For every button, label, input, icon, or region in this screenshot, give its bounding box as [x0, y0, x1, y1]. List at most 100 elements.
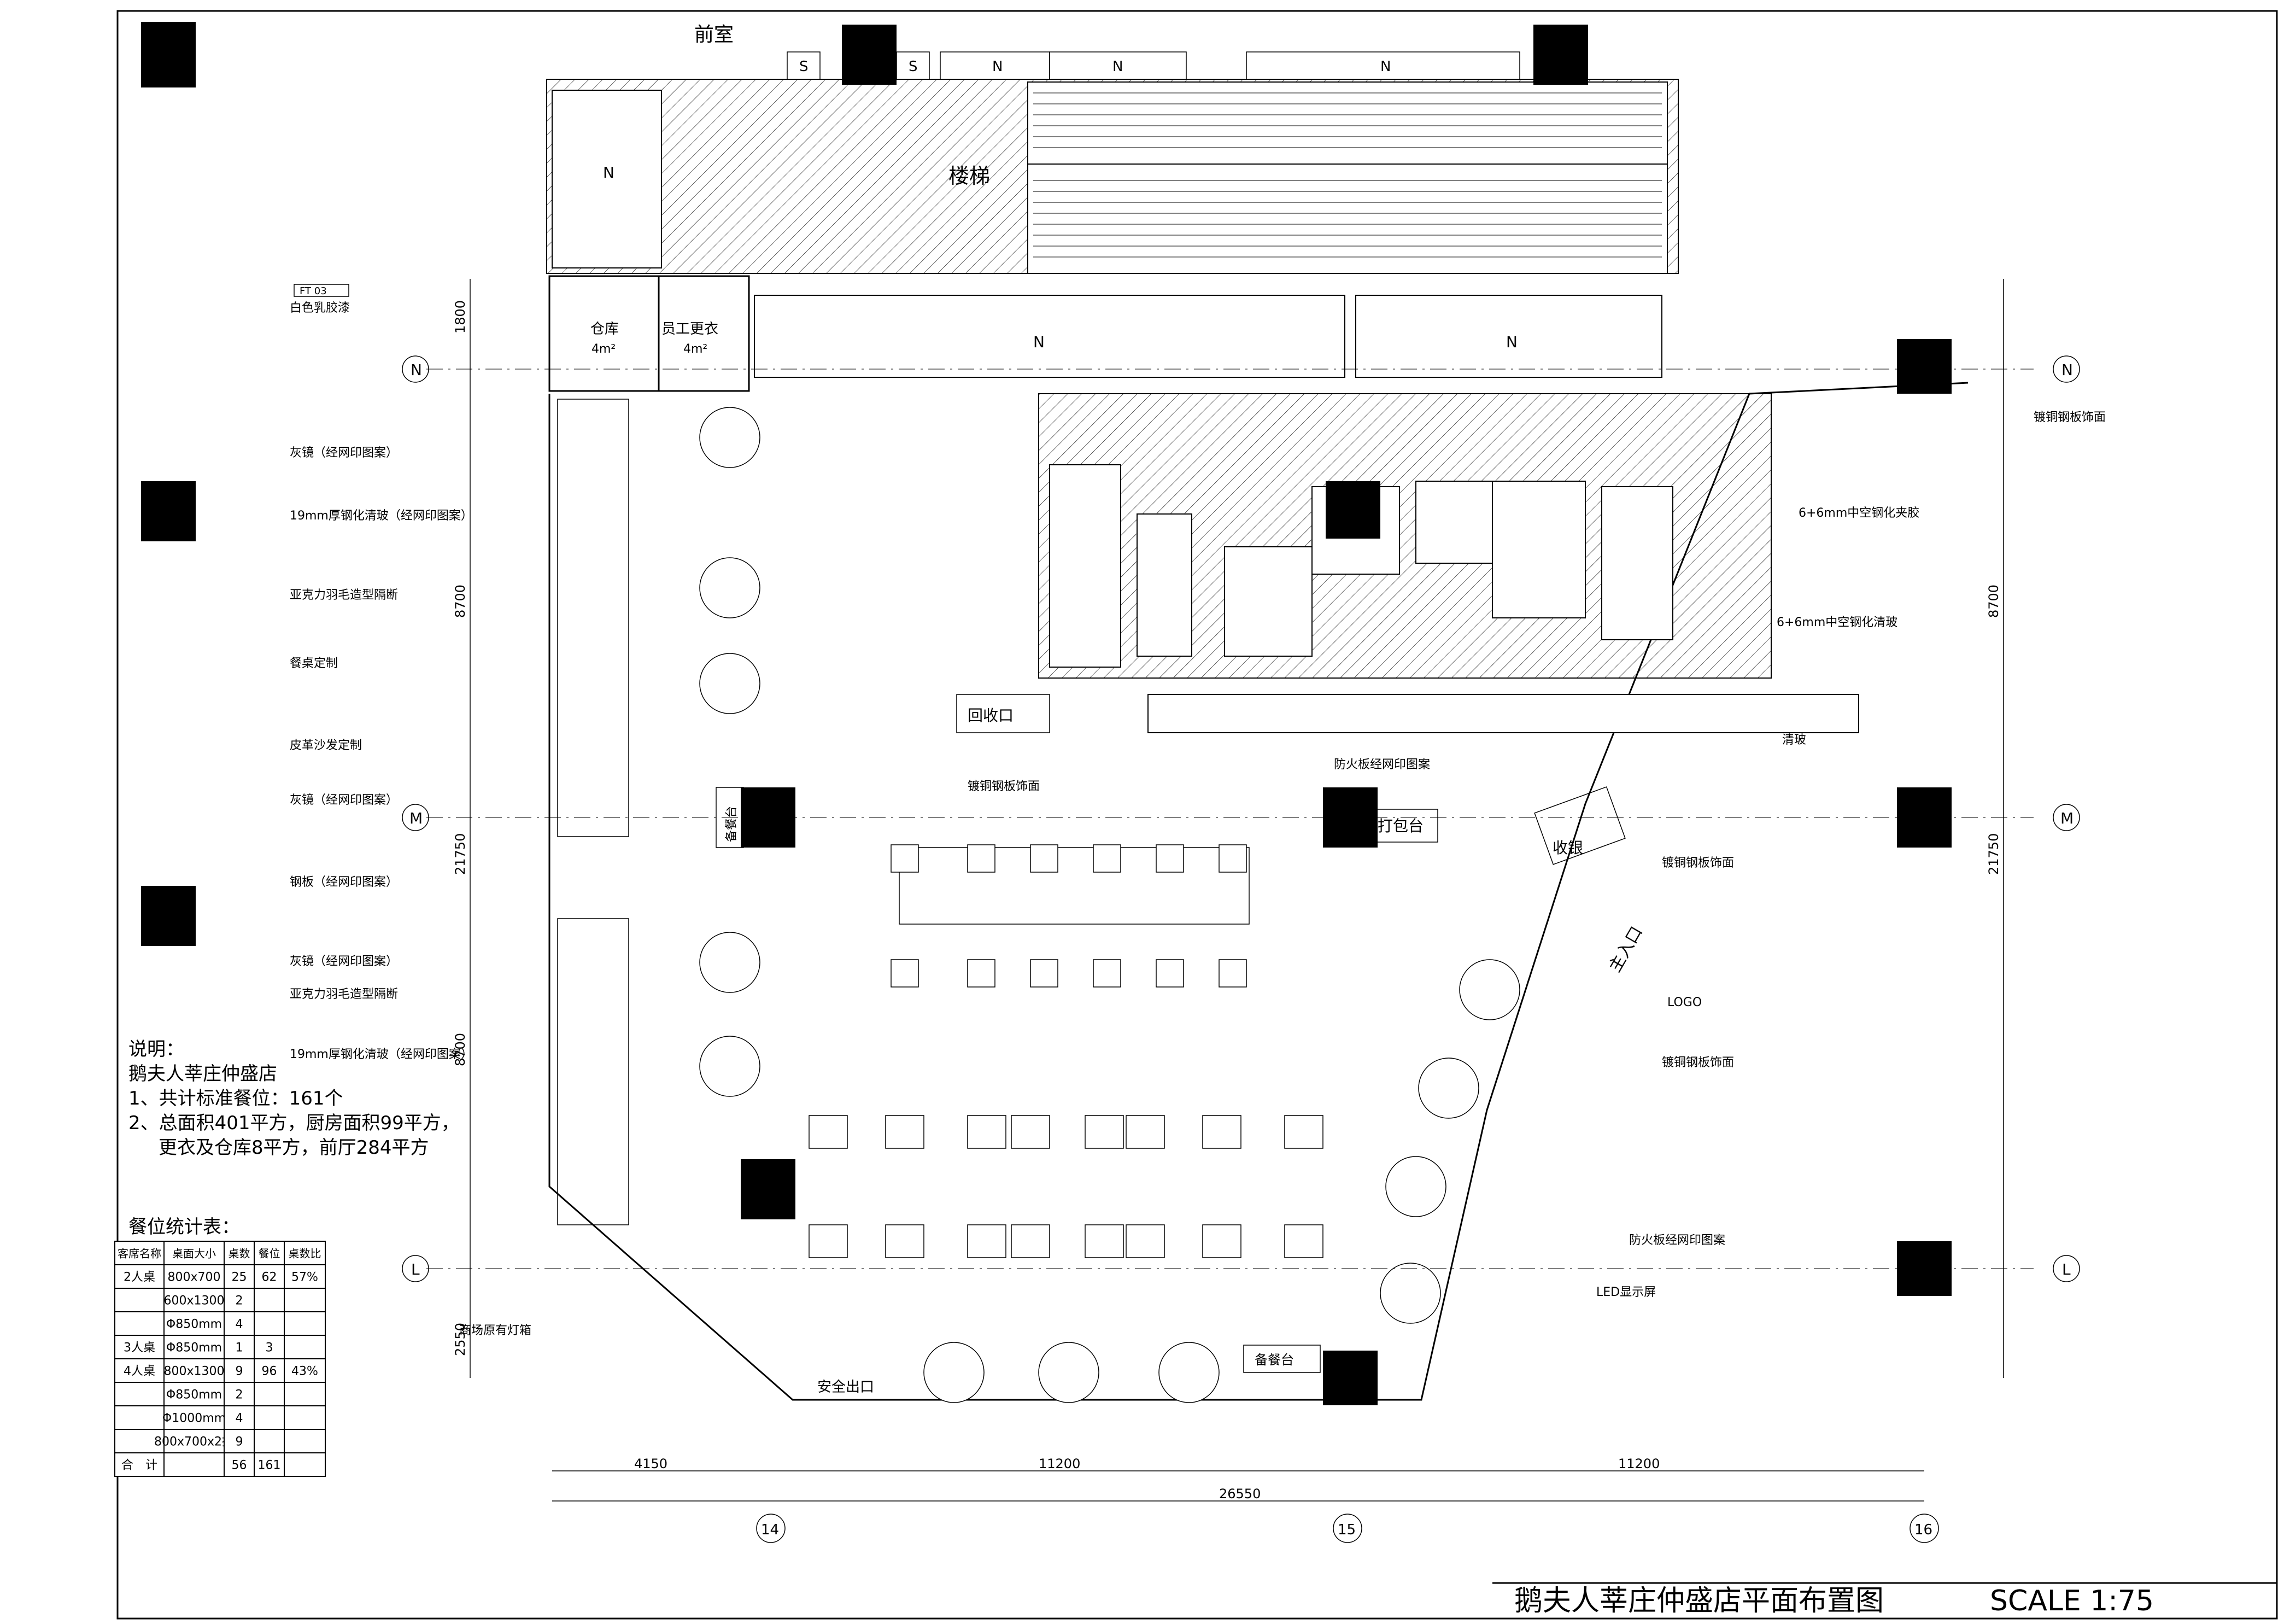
svg-text:LED显示屏: LED显示屏 — [1596, 1286, 1656, 1299]
staff-room — [658, 275, 750, 392]
svg-text:S: S — [799, 59, 809, 75]
seat-table-text: 56 — [232, 1459, 247, 1473]
axis-l-right: L — [2062, 1260, 2071, 1278]
seat-table-cell — [284, 1405, 326, 1430]
seat-table-text: 桌面大小 — [172, 1247, 216, 1260]
seat-table-cell — [284, 1452, 326, 1477]
svg-text:餐桌定制: 餐桌定制 — [290, 657, 338, 670]
north-shaft-left — [552, 90, 662, 268]
stairs-label: 楼梯 — [948, 164, 990, 188]
seat-table-text: 9 — [236, 1435, 243, 1449]
seat-table-cell — [224, 1335, 255, 1359]
seating-layout — [699, 407, 1520, 1403]
seat-table-text: Φ850mm — [166, 1341, 222, 1355]
svg-text:N: N — [992, 59, 1003, 75]
cashier-counter — [1534, 786, 1626, 865]
seat-table-cell — [114, 1335, 165, 1359]
svg-text:商场原有灯箱: 商场原有灯箱 — [459, 1324, 531, 1337]
storage-label: 仓库 — [590, 321, 619, 337]
seat-table-text: 桌数比 — [289, 1247, 321, 1260]
staff-area: 4m² — [683, 342, 707, 356]
svg-text:26550: 26550 — [1219, 1486, 1261, 1502]
seat-table-cell — [284, 1382, 326, 1406]
axis-m-right: M — [2060, 809, 2074, 827]
staff-label: 员工更衣 — [661, 321, 718, 337]
seat-table-cell — [224, 1405, 255, 1430]
svg-text:更衣及仓库8平方，前厅284平方: 更衣及仓库8平方，前厅284平方 — [159, 1137, 429, 1159]
packing-label: 打包台 — [1378, 817, 1424, 835]
svg-text:N: N — [1112, 59, 1123, 75]
svg-text:防火板经网印图案: 防火板经网印图案 — [1629, 1234, 1725, 1247]
seat-table-cell — [114, 1405, 165, 1430]
shaft-label-middle: N — [1033, 333, 1045, 351]
svg-text:镀铜钢板饰面: 镀铜钢板饰面 — [2034, 411, 2106, 424]
svg-text:8700: 8700 — [453, 1033, 468, 1066]
seat-table-text: 800x700x2拼 — [154, 1435, 234, 1449]
svg-text:镀铜钢板饰面: 镀铜钢板饰面 — [968, 780, 1040, 793]
shaft-label-right: N — [1506, 333, 1518, 351]
recycle-counter — [956, 694, 1050, 733]
seat-table-cell — [163, 1452, 225, 1477]
central-divider-wall — [899, 847, 1250, 925]
svg-text:21750: 21750 — [453, 833, 468, 875]
seat-table-cell — [254, 1335, 285, 1359]
shaft-label-left: N — [603, 163, 614, 182]
seat-table-text: 4 — [236, 1412, 243, 1426]
svg-text:11200: 11200 — [1039, 1456, 1080, 1471]
seat-table-text: 800x700 — [167, 1271, 220, 1284]
seat-table-cell — [163, 1358, 225, 1383]
stair-treads — [1033, 92, 1662, 258]
seat-table-text: 合 计 — [121, 1459, 157, 1473]
seat-table-cell — [284, 1241, 326, 1265]
seat-table-cell — [114, 1311, 165, 1336]
safety-exit-label: 安全出口 — [817, 1379, 874, 1395]
seat-table-caption: 餐位统计表： — [128, 1216, 240, 1238]
drawing-scale: SCALE 1:75 — [1990, 1585, 2154, 1617]
svg-text:21750: 21750 — [1986, 833, 2001, 875]
svg-text:11200: 11200 — [1618, 1456, 1660, 1471]
seat-table-cell — [254, 1405, 285, 1430]
svg-text:鹅夫人莘庄仲盛店: 鹅夫人莘庄仲盛店 — [128, 1063, 277, 1085]
svg-text:8700: 8700 — [453, 585, 468, 618]
seat-table-text: 9 — [236, 1365, 243, 1378]
svg-text:1800: 1800 — [453, 300, 468, 334]
seat-table-text: Φ850mm — [166, 1388, 222, 1402]
seat-table-cell — [284, 1264, 326, 1289]
bottom-dimensions: 4150 11200 11200 26550 — [552, 1456, 1924, 1502]
seat-table-cell — [254, 1241, 285, 1265]
svg-text:镀铜钢板饰面: 镀铜钢板饰面 — [1662, 856, 1734, 870]
seat-table-text: 43% — [291, 1365, 318, 1378]
svg-text:4150: 4150 — [634, 1456, 667, 1471]
north-shaft-right — [1355, 295, 1662, 378]
svg-text:灰镜（经网印图案）: 灰镜（经网印图案） — [290, 955, 398, 968]
svg-text:8700: 8700 — [1986, 585, 2001, 618]
sheet-frame — [116, 10, 2278, 1620]
side-dimensions: 1800 8700 21750 8700 2550 8700 21750 — [453, 279, 2004, 1378]
seat-table-cell — [254, 1288, 285, 1312]
axis-16: 16 — [1914, 1522, 1932, 1538]
top-shafts: S S N N N — [787, 51, 1520, 80]
svg-text:FT 03: FT 03 — [300, 285, 327, 297]
recycle-label: 回收口 — [968, 706, 1014, 725]
booth-strip-upper — [557, 399, 629, 837]
seat-table-cell — [254, 1311, 285, 1336]
axis-l-left: L — [411, 1260, 420, 1278]
svg-text:白色乳胶漆: 白色乳胶漆 — [290, 301, 350, 315]
design-notes: 说明： 鹅夫人莘庄仲盛店 1、共计标准餐位：161个 2、总面积401平方，厨房… — [128, 1038, 460, 1159]
seat-table-text: 3人桌 — [124, 1341, 155, 1355]
seat-table-cell — [224, 1382, 255, 1406]
seat-table-text: Φ850mm — [166, 1318, 222, 1331]
axis-n-right: N — [2061, 361, 2073, 379]
svg-text:19mm厚钢化清玻（经网印图案）: 19mm厚钢化清玻（经网印图案） — [290, 509, 473, 523]
seat-table-text: 1 — [236, 1341, 243, 1355]
svg-text:19mm厚钢化清玻（经网印图案）: 19mm厚钢化清玻（经网印图案） — [290, 1048, 473, 1061]
svg-text:灰镜（经网印图案）: 灰镜（经网印图案） — [290, 446, 398, 460]
seat-table-cell — [254, 1382, 285, 1406]
seat-table-text: 57% — [291, 1271, 318, 1284]
axis-m-left: M — [409, 809, 423, 827]
seat-table-cell — [163, 1335, 225, 1359]
svg-text:防火板经网印图案: 防火板经网印图案 — [1334, 758, 1430, 772]
svg-text:灰镜（经网印图案）: 灰镜（经网印图案） — [290, 793, 398, 807]
seat-table-text: 62 — [262, 1271, 277, 1284]
